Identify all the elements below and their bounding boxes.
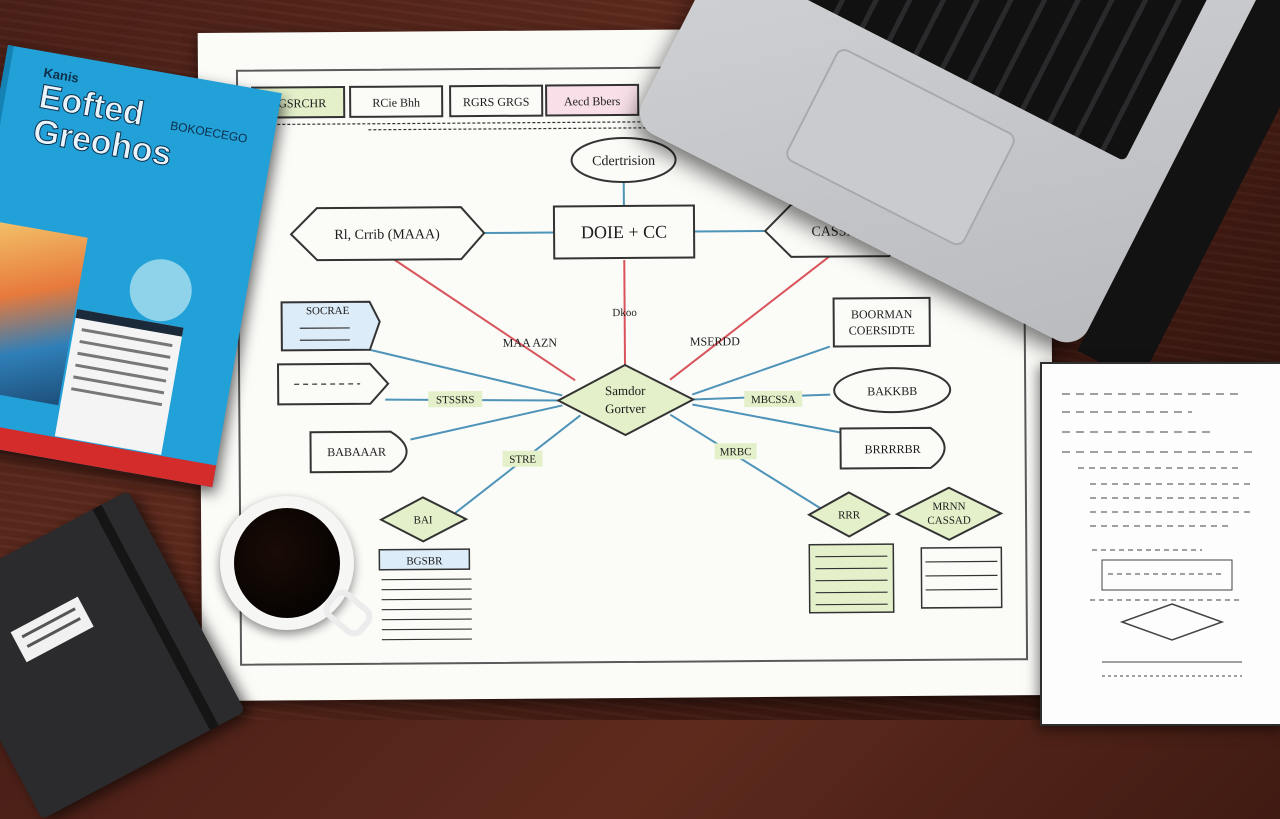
- right-box-label-2: COERSIDTE: [849, 323, 915, 337]
- right-table: [809, 544, 893, 613]
- left-table-header-label: BGSBR: [406, 555, 443, 567]
- right-ellipse-2-label: BRRRRBR: [865, 442, 921, 456]
- center-diamond-label-2: Gortver: [605, 401, 646, 416]
- notes-scribbles: [1042, 364, 1280, 724]
- left-ellipse-label: BABAAAR: [327, 445, 386, 459]
- notebook-label: [11, 597, 94, 663]
- left-table-lines: [381, 579, 471, 640]
- center-diamond-label-1: Samdor: [605, 383, 646, 398]
- right-box-label-1: BOORMAN: [851, 307, 913, 321]
- left-top-node-label: SOCRAE: [306, 305, 350, 317]
- connector-label-3: MSERDD: [690, 334, 740, 348]
- right-diamond-label-2: CASSAD: [927, 515, 971, 527]
- right-side-table: [921, 547, 1001, 608]
- connector-label-2: Dkoo: [612, 307, 637, 319]
- header-label-2: RCie Bhh: [372, 95, 420, 109]
- left-hexagon-label: Rl, Crrib (MAAA): [334, 227, 440, 243]
- right-box: [834, 298, 930, 347]
- right-ellipse-1-label: BAKKBB: [867, 384, 917, 398]
- connector-label-7: MRBC: [720, 446, 752, 458]
- header-label-group: RGSRCHR RCie Bhh RGRS GRGS Aecd Bbers: [252, 85, 678, 131]
- header-label-4: Aecd Bbers: [564, 94, 621, 108]
- coffee-cup: [220, 496, 354, 630]
- connector-label-5: STRE: [509, 454, 536, 466]
- header-label-3: RGRS GRGS: [463, 95, 529, 109]
- small-diamond-right-label: RRR: [838, 509, 861, 521]
- connector-label-4: STSSRS: [436, 394, 475, 406]
- handwritten-notes: [1040, 362, 1280, 726]
- center-box-label: DOIE + CC: [581, 222, 667, 243]
- connector-label-1: MAA AZN: [503, 335, 558, 349]
- right-diamond-label-1: MRNN: [932, 501, 965, 513]
- coffee-liquid: [234, 508, 340, 618]
- right-diamond: [897, 487, 1001, 540]
- top-ellipse-label: Cdertrision: [592, 154, 655, 169]
- book-cover-circle: [125, 254, 197, 326]
- small-diamond-left-label: BAI: [414, 514, 433, 526]
- book-cover-text-panel: [55, 309, 184, 455]
- connector-label-6: MBCSSA: [751, 394, 796, 406]
